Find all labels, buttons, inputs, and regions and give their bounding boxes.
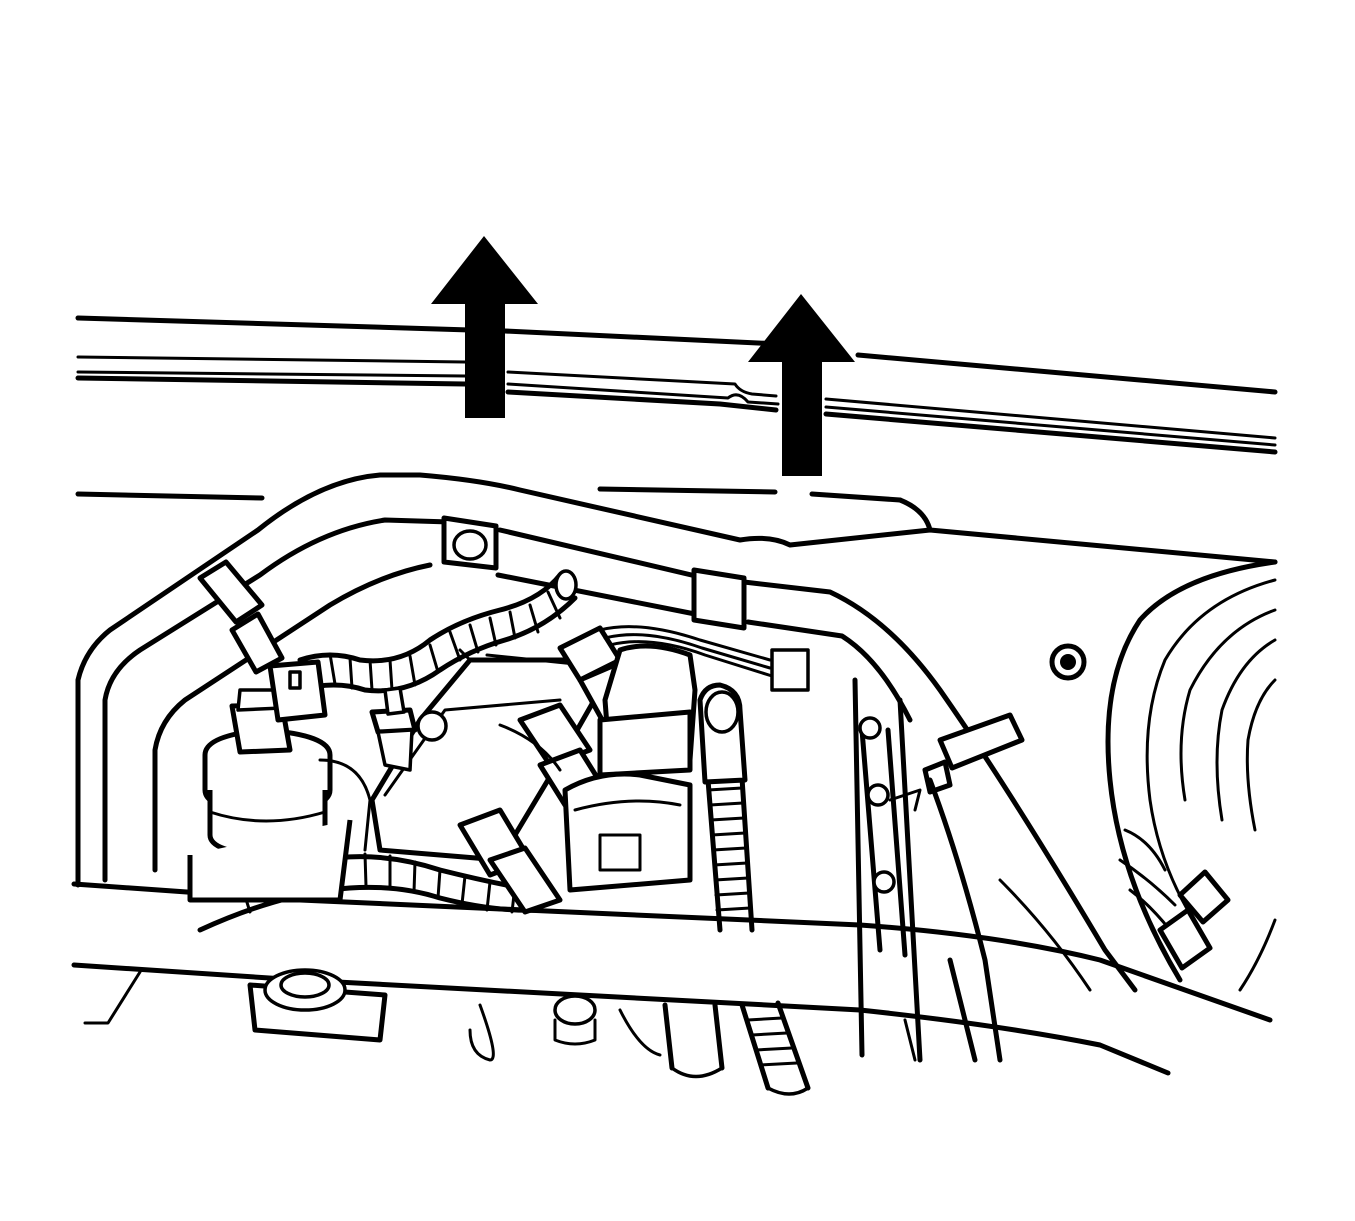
- lower-crossmember: [71, 881, 1273, 1076]
- lower-right-lines: [927, 777, 1092, 1063]
- fuel-rail-bracket: [852, 677, 923, 1063]
- lower-mount-left: [247, 968, 388, 1043]
- upper-panel-rails: [75, 315, 1278, 455]
- wheel-well: [1105, 559, 1278, 992]
- cover-top-edges: [75, 486, 903, 503]
- right-edge-connector: [1157, 869, 1231, 971]
- lower-bolt: [553, 994, 597, 1046]
- mid-harness-clip: [691, 567, 747, 631]
- top-grommet-clip: [441, 515, 499, 571]
- left-harness-clip: [197, 559, 285, 675]
- small-connector-left: [369, 686, 448, 772]
- shroud-bolt-icon: [1049, 643, 1087, 681]
- vertical-harness: [697, 682, 755, 933]
- actuator-housing: [562, 643, 698, 893]
- engine-cover-shroud: [75, 472, 1278, 993]
- canister-connector: [229, 659, 328, 755]
- lift-arrow-right-icon: [748, 294, 855, 476]
- wiring-harness-upper: [297, 569, 578, 694]
- lower-hoses: [468, 1000, 917, 1096]
- right-harness-clip: [922, 712, 1025, 795]
- canister-module: [187, 727, 372, 903]
- lift-arrow-left-icon: [431, 236, 538, 418]
